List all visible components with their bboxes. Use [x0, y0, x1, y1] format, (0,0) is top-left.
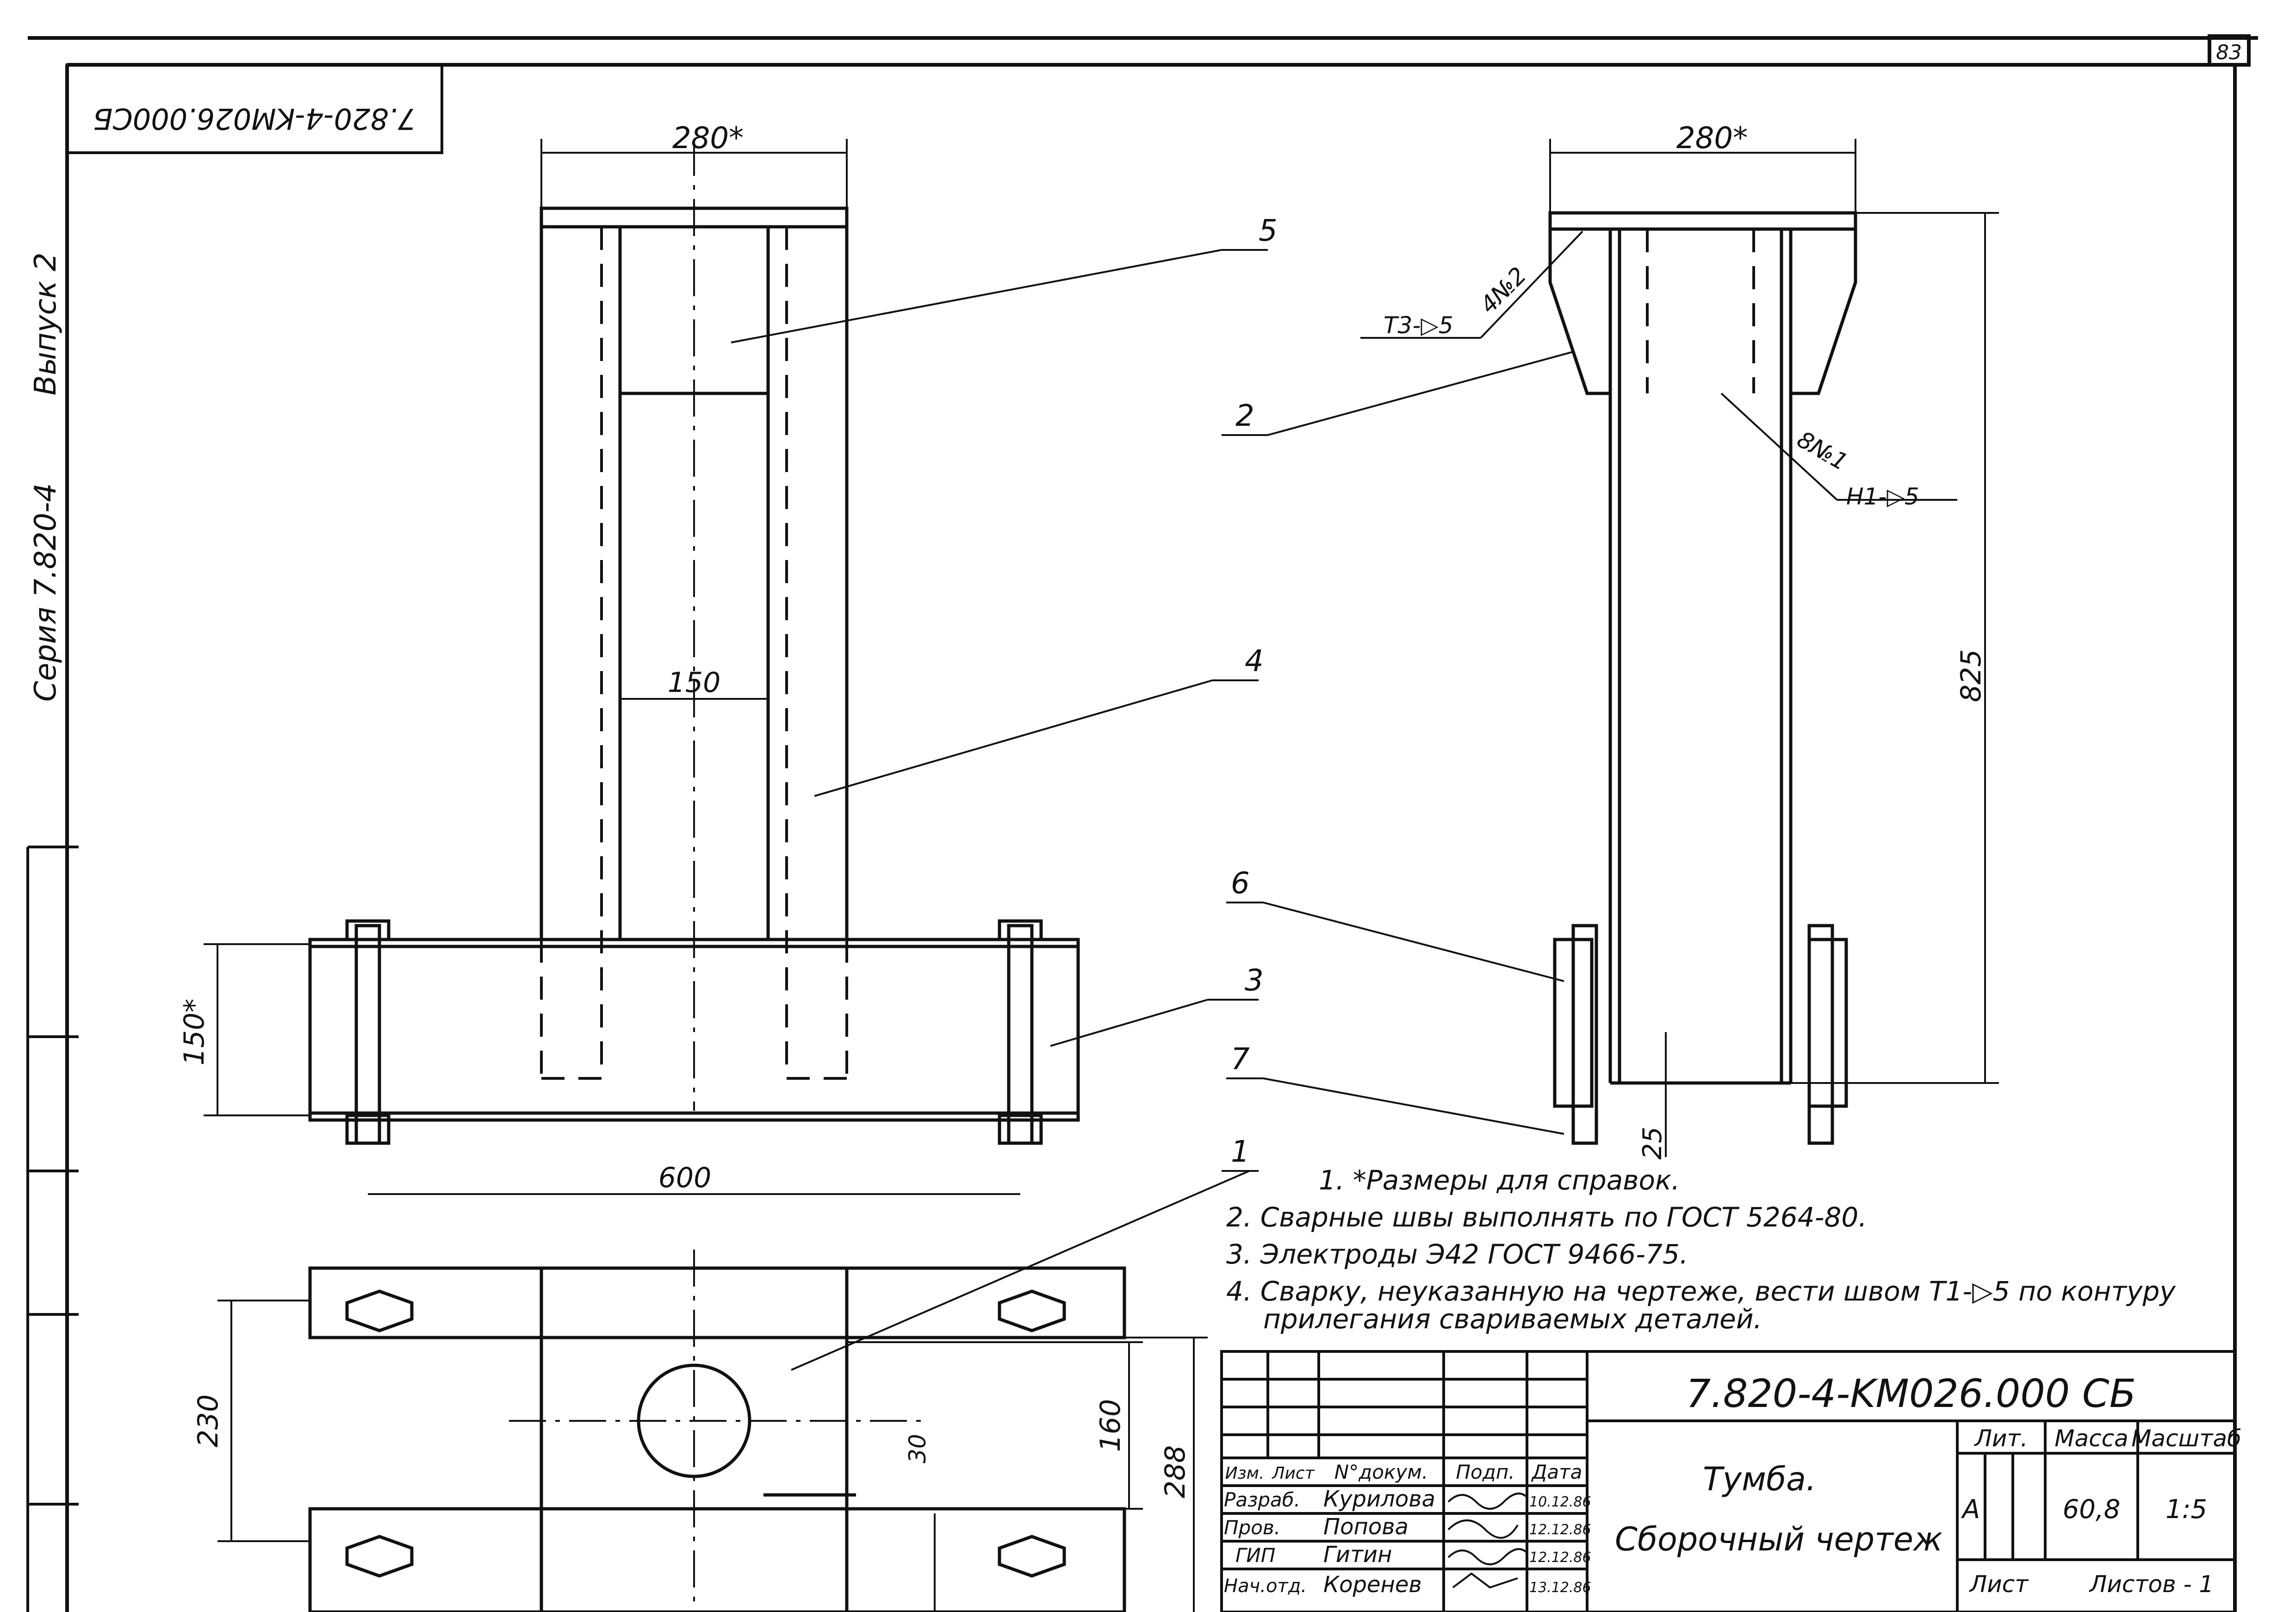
front-view [308, 139, 1080, 1145]
row-date-3: 12.12.86 [1529, 1550, 1591, 1566]
front-dimensions [204, 139, 1020, 1195]
callout-3: 3 [1245, 964, 1264, 998]
row-role-1: Разраб. [1224, 1488, 1300, 1511]
lit-value: А [1961, 1494, 1980, 1525]
row-role-4: Нач.отд. [1224, 1575, 1307, 1597]
sheet-label: Лист [1969, 1571, 2029, 1598]
signatures [1447, 1493, 1528, 1589]
sheets-label: Листов - 1 [2089, 1571, 2214, 1598]
note-2: 2. Сварные швы выполнять по ГОСТ 5264-80… [1226, 1201, 1867, 1233]
front-width-dim: 280* [672, 121, 744, 156]
callout-1: 1 [1231, 1135, 1250, 1169]
col-mass-label: Масса [2054, 1425, 2128, 1452]
title-name-1: Тумба. [1703, 1460, 1816, 1498]
front-leaders [731, 249, 1268, 1047]
left-margin-strip [26, 846, 79, 1612]
page-number: 83 [2216, 41, 2242, 64]
notes: 1. *Размеры для справок. 2. Сварные швы … [1226, 1164, 2176, 1335]
callout-6: 6 [1231, 866, 1250, 901]
weld-bottom: Н1-▷5 [1846, 483, 1919, 510]
row-name-4: Коренев [1323, 1572, 1422, 1598]
header-izm: Изм. [1225, 1464, 1265, 1483]
inner-width-dim: 150 [668, 666, 721, 699]
header-date: Дата [1531, 1461, 1582, 1483]
plan-width-dim: 230 [192, 1394, 224, 1448]
title-block [1220, 1350, 2236, 1612]
header-doc: N°докум. [1334, 1461, 1428, 1483]
title-designation: 7.820-4-KM026.000 СБ [1686, 1371, 2136, 1416]
weld-top: Т3-▷5 [1384, 312, 1453, 339]
side-dimensions [1549, 139, 1999, 1157]
plan-total-dim: 288 [1159, 1445, 1191, 1499]
row-name-1: Курилова [1323, 1486, 1435, 1512]
plan-offset-dim: 30 [904, 1434, 931, 1463]
row-date-2: 12.12.86 [1529, 1522, 1591, 1538]
corner-stamp-box [66, 63, 443, 154]
row-date-1: 10.12.86 [1529, 1494, 1591, 1510]
bottom-offset-dim: 25 [1638, 1127, 1668, 1159]
row-name-2: Попова [1323, 1514, 1409, 1540]
row-name-3: Гитин [1323, 1542, 1392, 1568]
col-scale-label: Масштаб [2131, 1425, 2241, 1452]
plan-span-dim: 160 [1094, 1399, 1127, 1452]
row-role-2: Пров. [1224, 1516, 1280, 1539]
col-lit-label: Лит. [1973, 1425, 2028, 1452]
note-3: 3. Электроды Э42 ГОСТ 9466-75. [1226, 1239, 1688, 1270]
side-issue: Выпуск 2 [29, 252, 63, 395]
mass-value: 60,8 [2063, 1494, 2121, 1525]
callout-7: 7 [1231, 1042, 1250, 1077]
side-leaders [1222, 230, 1957, 1135]
side-view [1548, 211, 1857, 1145]
total-height-dim: 825 [1955, 649, 1987, 703]
base-height-dim: 150* [178, 999, 211, 1066]
corner-stamp: 7.820-4-KM026.000СБ [93, 102, 416, 136]
note-4: 4. Сварку, неуказанную на чертеже, вести… [1226, 1276, 2176, 1307]
bolt-spacing-dim: 600 [658, 1162, 712, 1194]
plan-view [308, 1266, 1126, 1612]
side-width-dim: 280* [1676, 121, 1748, 156]
callout-5: 5 [1259, 214, 1278, 248]
note-4-cont: прилегания свариваемых деталей. [1263, 1303, 1762, 1335]
title-name-2: Сборочный чертеж [1615, 1520, 1942, 1558]
row-role-3: ГИП [1235, 1544, 1275, 1567]
header-list: Лист [1271, 1464, 1315, 1483]
note-1: 1. *Размеры для справок. [1319, 1164, 1680, 1196]
row-date-4: 13.12.86 [1529, 1580, 1591, 1596]
header-sign: Подп. [1456, 1461, 1514, 1483]
plan-dimensions [217, 1170, 1259, 1612]
side-series: Серия 7.820-4 [29, 483, 63, 702]
callout-2: 2 [1235, 399, 1254, 433]
callout-4: 4 [1245, 644, 1264, 678]
weld-top-count: 4№2 [1475, 262, 1532, 319]
scale-value: 1:5 [2166, 1494, 2207, 1525]
